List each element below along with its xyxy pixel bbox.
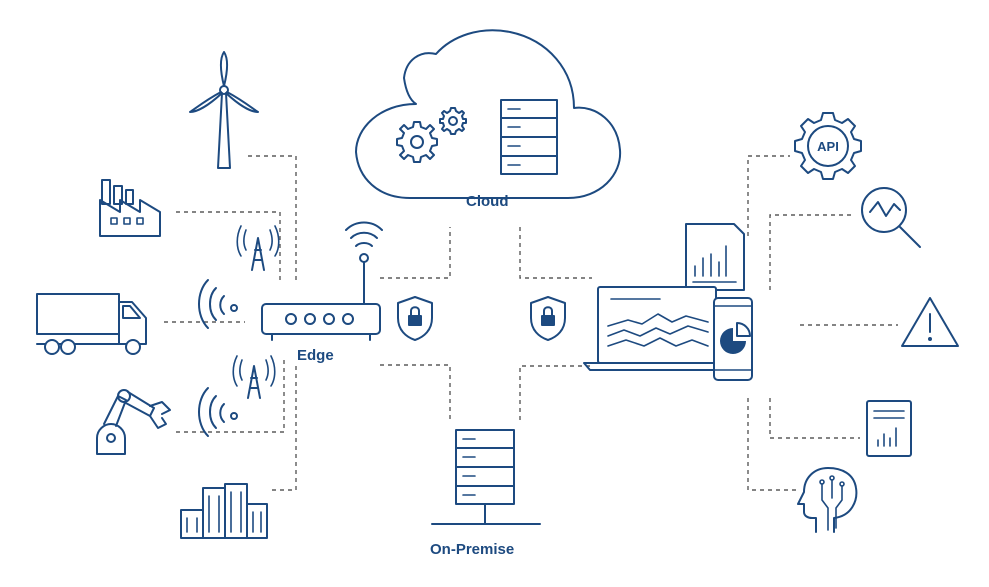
shield-lock-icon <box>397 296 433 341</box>
on-premise-label: On-Premise <box>430 541 515 558</box>
factory-icon <box>99 179 161 237</box>
router-icon <box>261 221 383 341</box>
on-premise-server-icon <box>431 429 541 525</box>
cell-tower-icon <box>232 355 276 399</box>
buildings-icon <box>180 483 268 539</box>
shield-lock-icon <box>530 296 566 341</box>
wifi-signal-icon <box>198 279 238 329</box>
connectors <box>164 155 898 491</box>
laptop-dashboard-icon <box>583 286 731 371</box>
server-rack-icon <box>500 99 558 175</box>
ai-head-icon <box>797 467 858 533</box>
report-chart-icon <box>866 400 912 457</box>
robot-arm-icon <box>96 389 171 455</box>
warning-icon <box>901 297 959 347</box>
api-label: API <box>817 139 839 154</box>
cloud-icon <box>355 29 622 199</box>
truck-icon <box>36 293 147 355</box>
cloud-label: Cloud <box>466 193 509 210</box>
report-icon <box>685 223 745 291</box>
cell-tower-icon <box>236 225 280 271</box>
wifi-signal-icon <box>198 387 238 437</box>
search-analytics-icon <box>861 187 921 248</box>
edge-label: Edge <box>297 347 334 364</box>
api-gear-icon: API <box>794 112 862 180</box>
wind-turbine-icon <box>189 51 259 169</box>
gears-icon <box>396 107 467 163</box>
mobile-chart-icon <box>713 297 753 381</box>
